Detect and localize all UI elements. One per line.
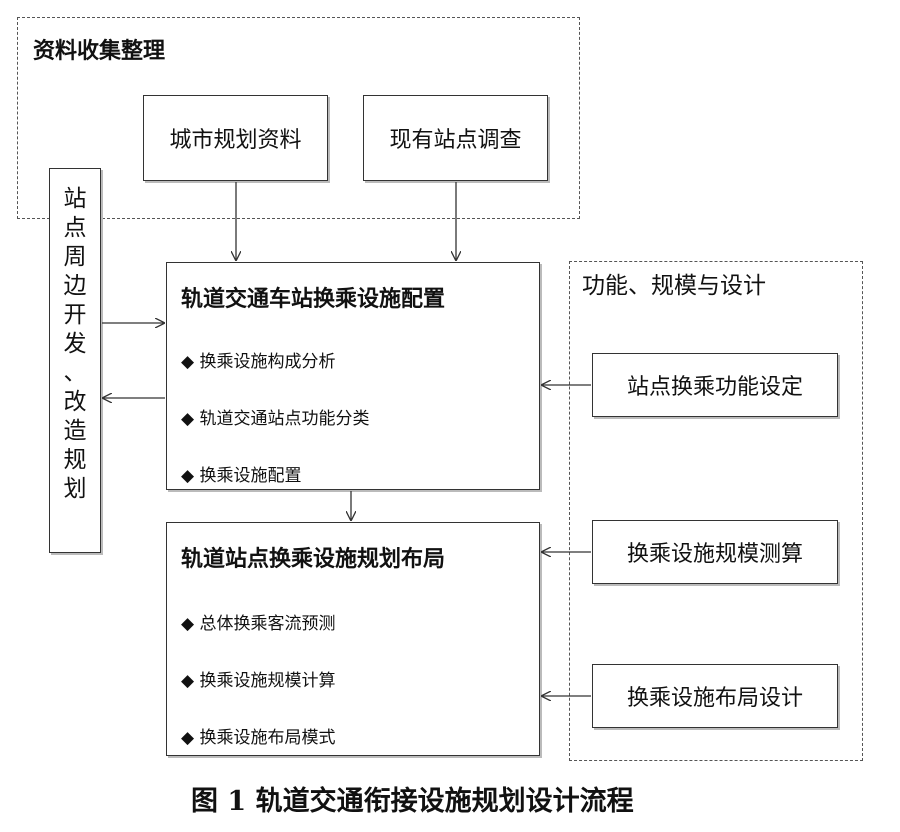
urban-planning-data-box: 城市规划资料 — [143, 95, 328, 181]
config-item: ◆ 轨道交通站点功能分类 — [181, 409, 370, 429]
config-item: ◆ 换乘设施构成分析 — [181, 352, 336, 372]
layout-item: ◆ 总体换乘客流预测 — [181, 614, 336, 634]
facility-layout-title: 轨道站点换乘设施规划布局 — [181, 547, 446, 572]
facility-scale-estimate-box: 换乘设施规模测算 — [592, 520, 838, 584]
collection-group — [17, 17, 580, 219]
facility-configuration-box: 轨道交通车站换乘设施配置 ◆ 换乘设施构成分析 ◆ 轨道交通站点功能分类 ◆ 换… — [166, 262, 540, 490]
facility-layout-box: 轨道站点换乘设施规划布局 ◆ 总体换乘客流预测 ◆ 换乘设施规模计算 ◆ 换乘设… — [166, 522, 540, 756]
facility-layout-design-box: 换乘设施布局设计 — [592, 664, 838, 728]
function-group — [569, 261, 863, 761]
collection-group-title: 资料收集整理 — [33, 39, 166, 64]
layout-item: ◆ 换乘设施规模计算 — [181, 671, 336, 691]
station-transfer-function-box: 站点换乘功能设定 — [592, 353, 838, 417]
existing-station-survey-box: 现有站点调查 — [363, 95, 548, 181]
figure-caption: 图 1 轨道交通衔接设施规划设计流程 — [191, 786, 634, 817]
function-group-title: 功能、规模与设计 — [582, 273, 766, 299]
surrounding-development-text: 站 点 周 边 开 发 、 改 造 规 划 — [63, 186, 87, 502]
surrounding-development-box: 站 点 周 边 开 发 、 改 造 规 划 — [49, 168, 101, 553]
facility-configuration-title: 轨道交通车站换乘设施配置 — [181, 287, 446, 312]
layout-item: ◆ 换乘设施布局模式 — [181, 728, 336, 748]
config-item: ◆ 换乘设施配置 — [181, 466, 302, 486]
